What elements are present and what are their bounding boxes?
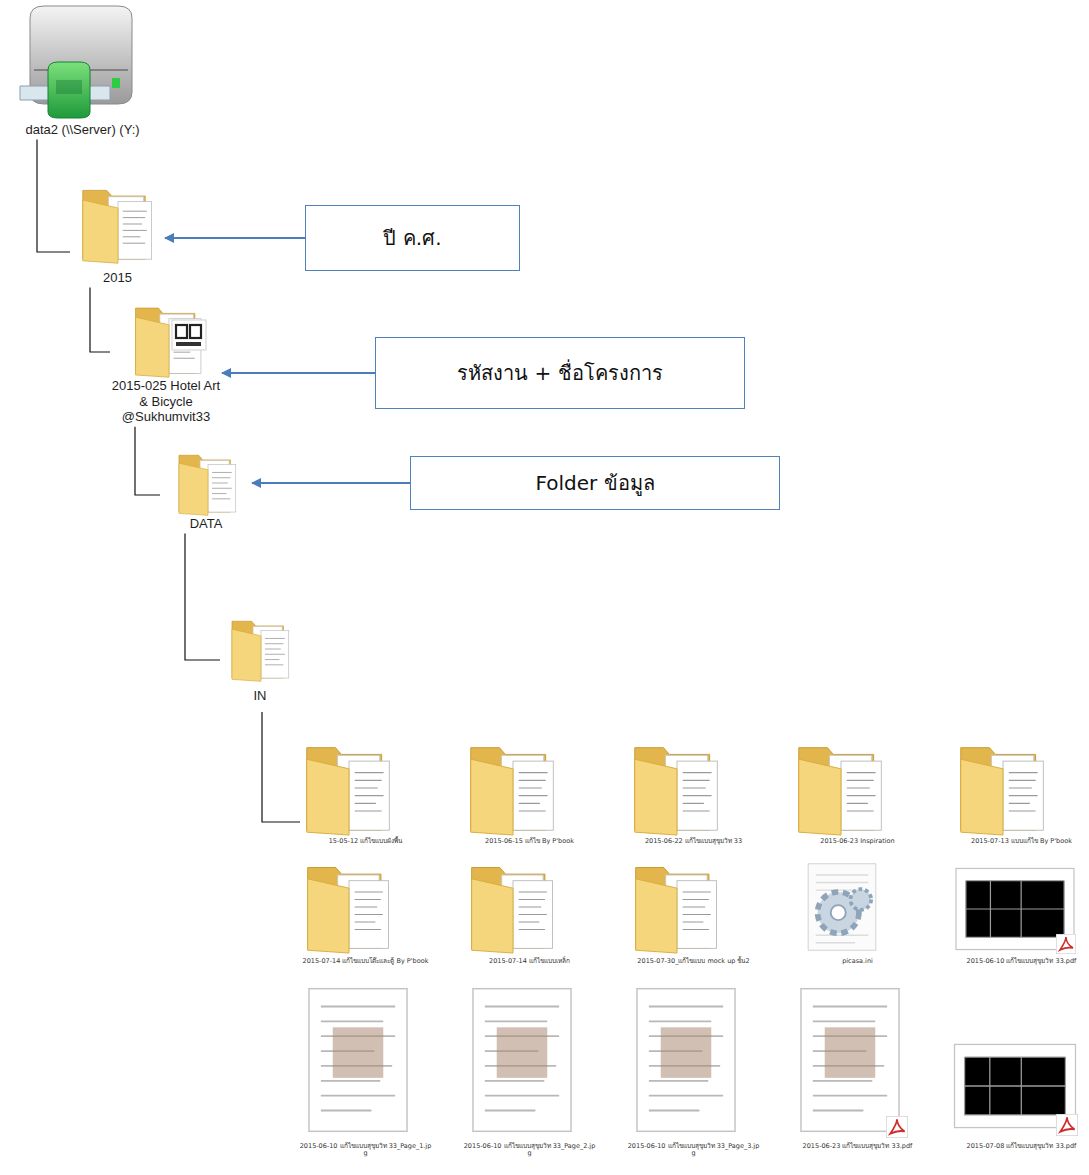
file-caption: 2015-06-23 Inspiration [790, 838, 925, 845]
callout-box: รหัสงาน + ชื่อโครงการ [375, 337, 745, 409]
callout-arrow [222, 372, 375, 374]
data-folder: DATA [160, 448, 252, 534]
year-folder: 2015 [70, 178, 165, 288]
folder-icon [961, 748, 1044, 835]
file-caption: 2015-07-13 แบบแก้ไข By P'book [954, 838, 1089, 845]
drive-node: data2 (\\Server) (Y:) [0, 0, 165, 140]
tree-line [135, 427, 160, 495]
folder-icon [308, 868, 389, 954]
callout-box: ปี ค.ศ. [305, 205, 520, 271]
callout-arrow [252, 482, 410, 484]
folder-icon [636, 868, 717, 954]
callout-box: Folder ข้อมูล [410, 456, 780, 510]
callout-text: รหัสงาน + ชื่อโครงการ [457, 360, 662, 386]
settings-file-icon [808, 864, 876, 950]
folder-caption: 2015 [70, 270, 165, 286]
callout-text: Folder ข้อมูล [535, 470, 654, 496]
folder-icon [232, 621, 289, 681]
folder-caption: data2 (\\Server) (Y:) [0, 122, 165, 138]
pdf-thumbnail [956, 868, 1076, 954]
file-caption: 2015-07-08 แก้ไขแบบสุขุมวิท 33.pdf [954, 1143, 1089, 1150]
tree-line [37, 140, 70, 252]
folder-icon [635, 748, 718, 835]
image-thumbnail [309, 989, 407, 1132]
folder-icon [179, 455, 236, 515]
project-folder-icon [136, 308, 206, 377]
file-caption: 2015-06-15 แก้ไข By P'book [462, 838, 597, 845]
file-caption: picasa.ini [790, 958, 925, 965]
pdf-thumbnail [801, 989, 908, 1138]
file-caption: 15-05-12 แก้ไขแบบผังพื้น [298, 838, 433, 845]
image-thumbnail [473, 989, 571, 1132]
file-caption: 2015-06-23 แก้ไขแบบสุขุมวิท 33.pdf [790, 1143, 925, 1150]
callout-text: ปี ค.ศ. [383, 225, 441, 251]
drive-icon [20, 6, 132, 118]
tree-line [90, 288, 110, 352]
file-caption: 2015-07-14 แก้ไขแบบเหล็ก [462, 958, 597, 965]
in-folder: IN [220, 610, 300, 706]
file-caption: 2015-07-14 แก้ไขแบบโต๊ะและตู้ By P'book [298, 958, 433, 965]
file-caption: 2015-06-10 แก้ไขแบบสุขุมวิท 33_Page_3.jp… [626, 1143, 761, 1158]
image-thumbnail [637, 989, 735, 1132]
tree-line [262, 712, 300, 822]
folder-icon [799, 748, 882, 835]
folder-icon [472, 868, 553, 954]
file-caption: 2015-06-10 แก้ไขแบบสุขุมวิท 33_Page_1.jp… [298, 1143, 433, 1158]
file-caption: 2015-06-22 แก้ไขแบบสุขุมวิท 33 [626, 838, 761, 845]
folder-caption: DATA [160, 516, 252, 532]
callout-arrow [165, 237, 305, 239]
tree-line [185, 534, 220, 660]
folder-icon [471, 748, 554, 835]
folder-icon [307, 748, 390, 835]
file-caption: 2015-06-10 แก้ไขแบบสุขุมวิท 33_Page_2.jp… [462, 1143, 597, 1158]
file-caption: 2015-06-10 แก้ไขแบบสุขุมวิท 33.pdf [954, 958, 1089, 965]
folder-icon [83, 190, 152, 263]
folder-caption: 2015-025 Hotel Art & Bicycle @Sukhumvit3… [110, 378, 222, 425]
pdf-thumbnail [955, 1044, 1078, 1136]
folder-caption: IN [220, 688, 300, 704]
project-folder: 2015-025 Hotel Art & Bicycle @Sukhumvit3… [110, 300, 222, 427]
file-caption: 2015-07-30_แก้ไขแบบ mock up ชั้น2 [626, 958, 761, 965]
